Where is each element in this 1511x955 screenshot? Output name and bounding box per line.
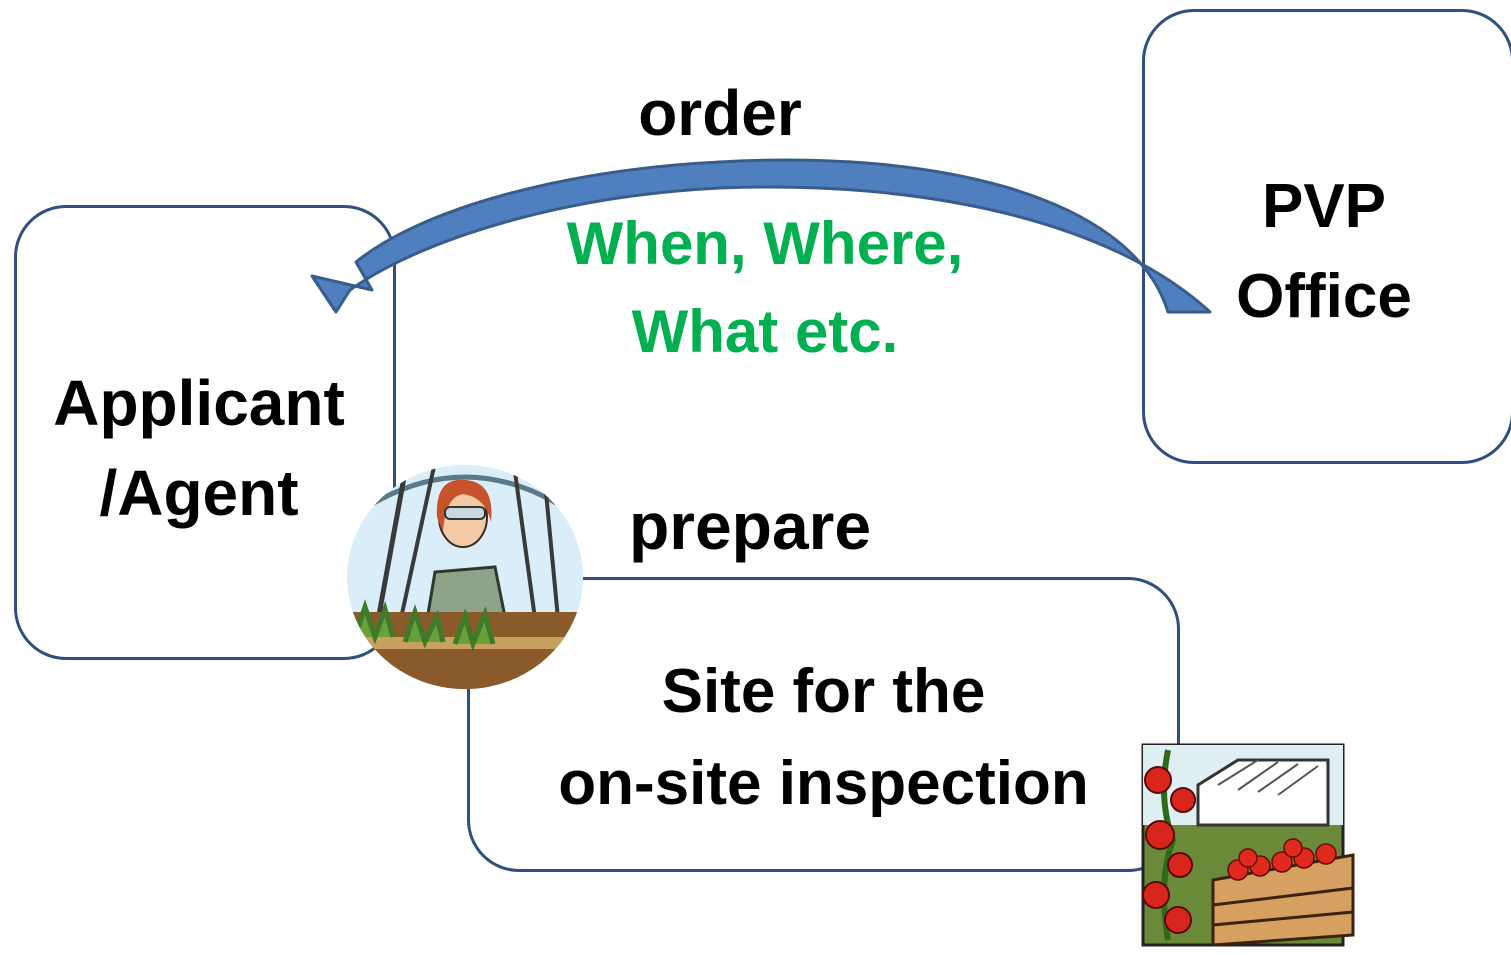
order-details-line2: What etc.	[631, 298, 899, 365]
order-label: order	[638, 77, 802, 149]
inspection-site-box: Site for the on-site inspection	[467, 577, 1180, 872]
pvp-label-line2: Office	[1236, 262, 1412, 331]
order-details-line1: When, Where,	[566, 210, 964, 277]
pvp-office-box: PVP Office	[1142, 9, 1511, 464]
order-details-label: When, Where, What etc.	[500, 200, 1030, 376]
order-arrow-shape	[310, 158, 1212, 314]
pvp-office-label: PVP Office	[1145, 162, 1511, 342]
prepare-label: prepare	[628, 489, 872, 563]
applicant-label-line2: /Agent	[99, 457, 299, 529]
site-label-line1: Site for the	[661, 657, 986, 726]
tomato-greenhouse-crate-icon	[1141, 743, 1355, 947]
applicant-label-line1: Applicant	[53, 367, 345, 439]
inspection-site-label: Site for the on-site inspection	[470, 646, 1177, 830]
scientist-in-greenhouse-icon	[347, 465, 583, 689]
site-label-line2: on-site inspection	[558, 749, 1089, 818]
applicant-agent-label: Applicant /Agent	[17, 358, 393, 538]
pvp-label-line1: PVP	[1261, 172, 1387, 241]
